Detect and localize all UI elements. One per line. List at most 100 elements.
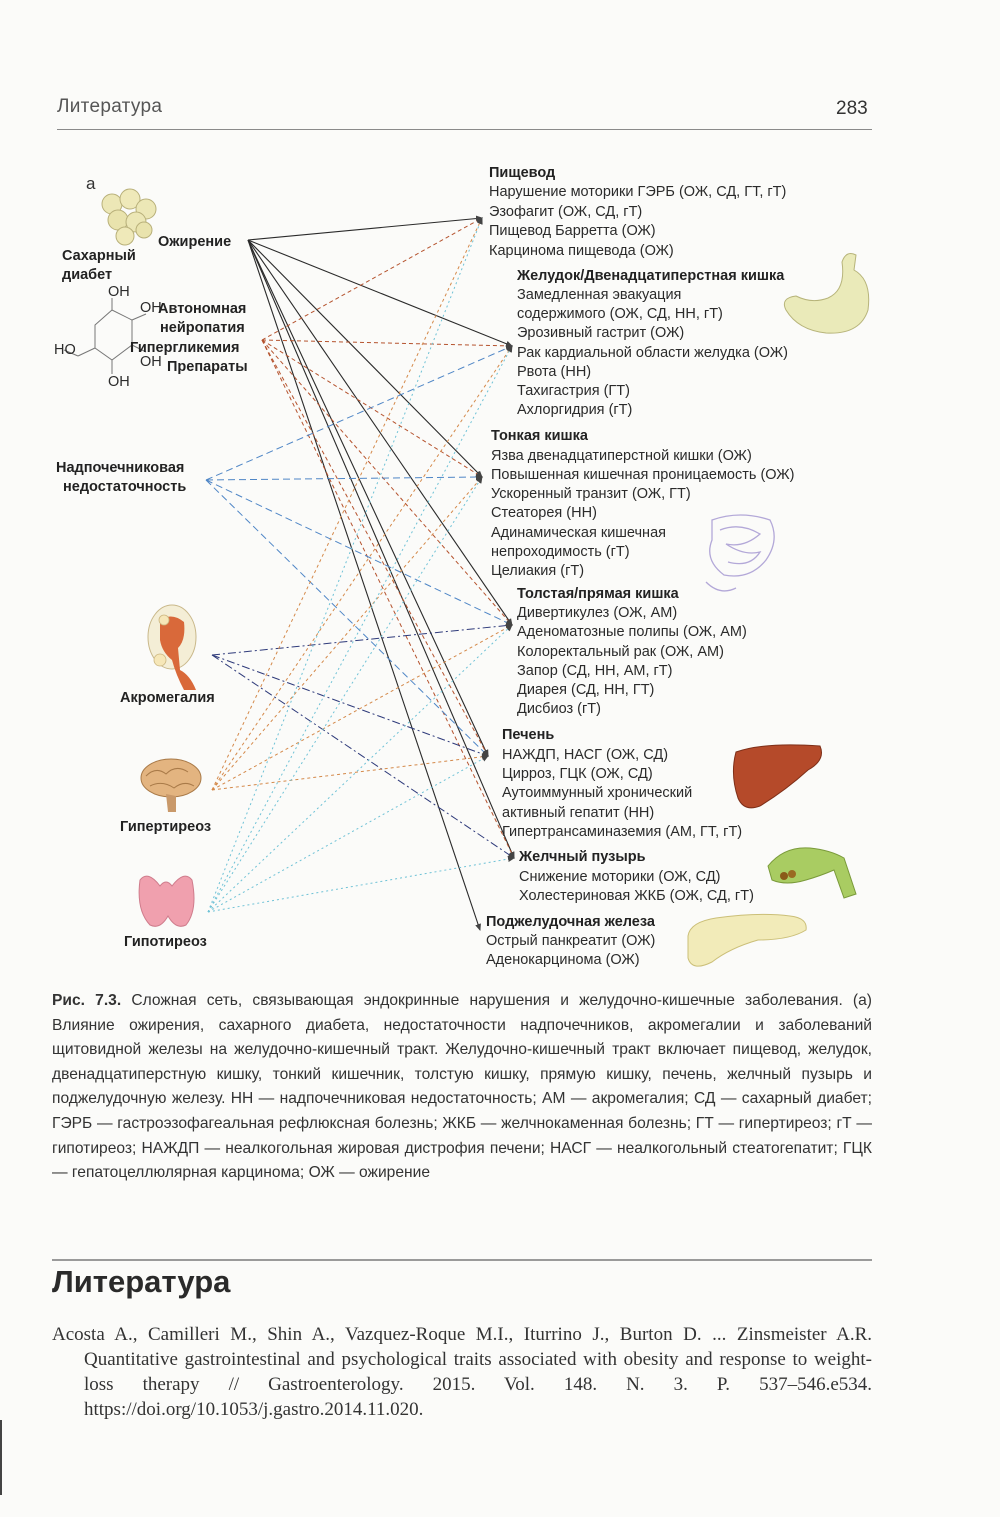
drugs-label: Препараты <box>167 359 248 375</box>
organ-item: содержимого (ОЖ, СД, НН, гТ) <box>517 306 723 322</box>
organ-item: Аденоматозные полипы (ОЖ, АМ) <box>517 624 747 640</box>
organ-item: Рвота (НН) <box>517 364 591 380</box>
running-title: Литература <box>57 96 163 117</box>
section-title: Литература <box>52 1264 231 1299</box>
adrenal-label: Надпочечниковая <box>56 460 184 476</box>
connection-line <box>207 345 513 913</box>
connection-line <box>207 217 483 913</box>
organ-item: Язва двенадцатиперстной кишки (ОЖ) <box>491 448 752 464</box>
connection-line <box>247 239 515 859</box>
organ-title: Пищевод <box>489 165 555 181</box>
organ-item: Запор (СД, НН, АМ, гТ) <box>517 663 672 679</box>
section-rule <box>52 1259 872 1261</box>
small-intestine-illustration <box>705 514 775 592</box>
organ-gallbladder: Желчный пузырь Снижение моторики (ОЖ, СД… <box>518 849 754 904</box>
hyperglycemia-label: Гипергликемия <box>130 340 240 356</box>
figure-caption: Рис. 7.3. Сложная сеть, связывающая эндо… <box>52 989 872 1186</box>
organ-item: НАЖДП, НАСГ (ОЖ, СД) <box>502 747 668 763</box>
organ-item: Гипертрансаминаземия (АМ, ГТ, гТ) <box>502 824 742 840</box>
connection-line <box>205 479 513 626</box>
glucose-label: OH <box>108 284 130 300</box>
organ-item: Тахигастрия (ГТ) <box>517 383 630 399</box>
connection-line <box>211 654 489 757</box>
connection-line <box>261 217 483 341</box>
organ-item: Холестериновая ЖКБ (ОЖ, СД, гТ) <box>519 888 754 904</box>
panel-label: а <box>86 174 96 193</box>
liver-illustration <box>732 744 822 809</box>
connection-line <box>211 476 483 791</box>
connection-line <box>211 345 513 791</box>
thyroid-illustration <box>138 875 195 927</box>
organ-item: Дивертикулез (ОЖ, АМ) <box>517 605 677 621</box>
organ-esophagus: Пищевод Нарушение моторики ГЭРБ (ОЖ, СД,… <box>489 165 786 259</box>
glucose-molecule-illustration: OH OH OH OH HO <box>54 284 162 390</box>
neuropathy-label: Автономная <box>158 301 246 317</box>
organ-small-intestine: Тонкая кишка Язва двенадцатиперстной киш… <box>491 428 794 579</box>
organ-item: Адинамическая кишечная <box>491 525 666 541</box>
diabetes-label: диабет <box>62 267 112 283</box>
organ-item: Целиакия (гТ) <box>491 563 584 579</box>
organ-item: Аутоиммунный хронический <box>502 785 692 801</box>
connection-line <box>211 624 513 791</box>
connection-line <box>261 339 483 478</box>
organ-item: непроходимость (гТ) <box>491 544 630 560</box>
connection-line <box>247 215 483 241</box>
margin-mark <box>0 1420 2 1495</box>
connection-line <box>247 239 489 757</box>
adrenal-label: недостаточность <box>63 479 186 495</box>
organ-item: Диарея (СД, НН, ГТ) <box>517 682 654 698</box>
organ-item: Цирроз, ГЦК (ОЖ, СД) <box>502 766 653 782</box>
caption-text: Сложная сеть, связывающая эндокринные на… <box>52 992 872 1182</box>
obesity-label: Ожирение <box>158 234 231 250</box>
connection-line <box>207 755 489 913</box>
connection-line <box>247 239 483 478</box>
organ-title: Желудок/Двенадцатиперстная кишка <box>516 268 785 284</box>
organ-item: Рак кардиальной области желудка (ОЖ) <box>517 345 788 361</box>
page-number: 283 <box>836 98 868 119</box>
organ-liver: Печень НАЖДП, НАСГ (ОЖ, СД) Цирроз, ГЦК … <box>502 727 742 840</box>
organ-title: Толстая/прямая кишка <box>517 586 680 602</box>
organ-item: Замедленная эвакуация <box>517 287 681 303</box>
organ-title: Тонкая кишка <box>491 428 589 444</box>
organ-item: Острый панкреатит (ОЖ) <box>486 933 655 949</box>
organ-title: Печень <box>502 727 554 743</box>
connection-line <box>207 856 515 913</box>
connection-line <box>205 345 513 481</box>
endocrine-gi-network-figure: OH OH OH OH HO а Сахарный диаб <box>54 165 870 968</box>
glucose-label: HO <box>54 342 76 358</box>
reference-entry: Acosta A., Camilleri M., Shin A., Vazque… <box>52 1324 872 1420</box>
glucose-label: OH <box>140 300 162 316</box>
organ-item: Нарушение моторики ГЭРБ (ОЖ, СД, ГТ, гТ) <box>489 184 786 200</box>
organ-item: Карцинома пищевода (ОЖ) <box>489 243 674 259</box>
organ-stomach: Желудок/Двенадцатиперстная кишка Замедле… <box>516 268 788 418</box>
connection-line <box>211 654 515 859</box>
connection-line <box>261 339 515 859</box>
organ-item: активный гепатит (НН) <box>502 805 654 821</box>
hypothyroidism-label: Гипотиреоз <box>124 934 207 950</box>
caption-label: Рис. 7.3. <box>52 992 122 1009</box>
organ-item: Дисбиоз (гТ) <box>517 701 601 717</box>
neuropathy-label: нейропатия <box>160 320 245 336</box>
connection-line <box>211 622 513 656</box>
stomach-illustration <box>783 253 870 334</box>
organ-item: Эрозивный гастрит (ОЖ) <box>517 325 684 341</box>
glucose-label: OH <box>140 354 162 370</box>
connection-line <box>205 474 483 481</box>
organ-pancreas: Поджелудочная железа Острый панкреатит (… <box>486 914 656 968</box>
organ-item: Аденокарцинома (ОЖ) <box>486 952 640 968</box>
glucose-label: OH <box>108 374 130 390</box>
organ-title: Поджелудочная железа <box>486 914 656 930</box>
brain-illustration <box>140 758 202 812</box>
connection-line <box>207 476 483 913</box>
connection-line <box>247 239 481 931</box>
header-rule <box>57 129 872 130</box>
organ-item: Колоректальный рак (ОЖ, АМ) <box>517 644 724 660</box>
organ-item: Снижение моторики (ОЖ, СД) <box>519 869 720 885</box>
organ-item: Стеаторея (НН) <box>491 505 597 521</box>
connection-line <box>261 339 513 349</box>
connection-line <box>261 339 513 626</box>
connection-line <box>247 239 513 626</box>
diabetes-label: Сахарный <box>62 248 136 264</box>
connection-line <box>211 217 483 791</box>
connection-line <box>247 239 513 347</box>
